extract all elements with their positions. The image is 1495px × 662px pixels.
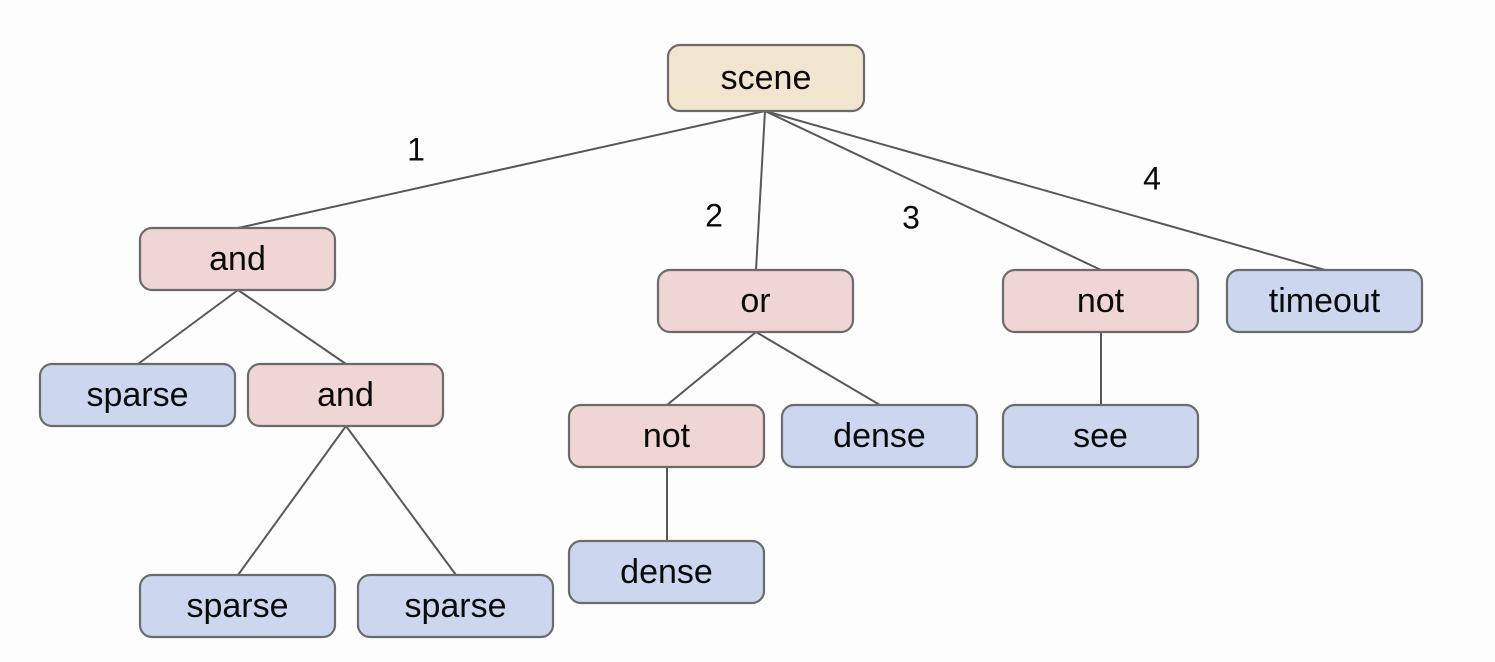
- tree-node-sparse2[interactable]: sparse: [138, 573, 337, 639]
- edge-label: 1: [407, 131, 425, 167]
- node-box[interactable]: [666, 43, 866, 113]
- tree-edge: [764, 110, 1102, 271]
- tree-node-not2[interactable]: not: [567, 403, 766, 469]
- node-label: scene: [721, 59, 812, 97]
- node-box[interactable]: [1001, 403, 1200, 469]
- node-label: and: [209, 240, 266, 278]
- node-label: and: [317, 376, 374, 414]
- tree-edge: [237, 110, 766, 229]
- node-box[interactable]: [567, 539, 766, 605]
- tree-edge: [755, 110, 766, 271]
- node-box[interactable]: [138, 226, 337, 292]
- node-label: or: [740, 282, 770, 320]
- node-label: sparse: [86, 376, 188, 414]
- tree-node-and2[interactable]: and: [246, 362, 445, 428]
- node-box[interactable]: [567, 403, 766, 469]
- tree-edge: [237, 425, 347, 576]
- node-label: see: [1073, 417, 1128, 455]
- edge-labels-layer: 1 2 3 4: [407, 131, 1161, 235]
- node-label: dense: [833, 417, 926, 455]
- tree-node-and1[interactable]: and: [138, 226, 337, 292]
- node-box[interactable]: [1001, 268, 1200, 334]
- node-label: not: [643, 417, 691, 455]
- tree-edge: [137, 289, 239, 365]
- tree-node-not1[interactable]: not: [1001, 268, 1200, 334]
- edges-layer: [137, 110, 1326, 576]
- tree-node-dense1[interactable]: dense: [780, 403, 979, 469]
- tree-node-timeout1[interactable]: timeout: [1225, 268, 1424, 334]
- tree-node-dense2[interactable]: dense: [567, 539, 766, 605]
- tree-edge: [764, 110, 1326, 271]
- tree-node-scene[interactable]: scene: [666, 43, 866, 113]
- node-label: dense: [620, 553, 713, 591]
- nodes-layer: scene and or not timeout sparse and not dense see…: [38, 43, 1424, 639]
- tree-node-see1[interactable]: see: [1001, 403, 1200, 469]
- tree-edge: [345, 425, 457, 576]
- node-box[interactable]: [1225, 268, 1424, 334]
- edge-label: 3: [902, 199, 920, 235]
- node-box[interactable]: [356, 573, 555, 639]
- node-box[interactable]: [780, 403, 979, 469]
- node-box[interactable]: [246, 362, 445, 428]
- node-box[interactable]: [138, 573, 337, 639]
- tree-node-sparse3[interactable]: sparse: [356, 573, 555, 639]
- tree-edge: [755, 331, 881, 406]
- node-label: timeout: [1269, 282, 1381, 320]
- tree-node-sparse1[interactable]: sparse: [38, 362, 237, 428]
- edge-label: 2: [705, 197, 723, 233]
- tree-edge: [237, 289, 347, 365]
- node-box[interactable]: [656, 268, 855, 334]
- node-label: not: [1077, 282, 1125, 320]
- node-label: sparse: [404, 587, 506, 625]
- edge-label: 4: [1143, 160, 1161, 196]
- tree-node-or1[interactable]: or: [656, 268, 855, 334]
- tree-edge: [666, 331, 757, 406]
- node-box[interactable]: [38, 362, 237, 428]
- node-label: sparse: [186, 587, 288, 625]
